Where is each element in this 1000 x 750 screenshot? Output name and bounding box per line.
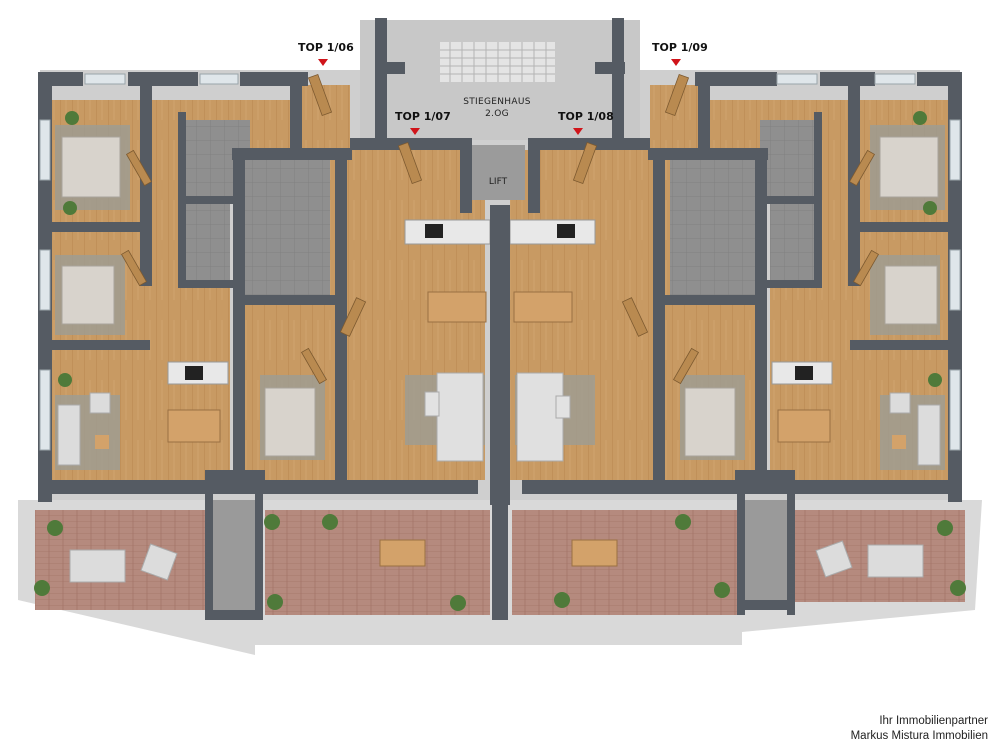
- unit-markers: [318, 59, 681, 135]
- unit-label-top-1-07: TOP 1/07: [395, 110, 451, 123]
- lift-label: LIFT: [489, 177, 508, 187]
- armchair: [889, 392, 911, 414]
- plants: [34, 111, 966, 611]
- sofa: [69, 549, 126, 583]
- armchair: [140, 543, 178, 581]
- bed: [264, 387, 316, 457]
- bed: [61, 136, 121, 198]
- credit: Ihr Immobilienpartner Markus Mistura Imm…: [851, 714, 988, 744]
- marker-top-1-08: [573, 128, 583, 135]
- kitchen-counter: [509, 219, 596, 245]
- terrace-1-08: [512, 510, 737, 615]
- bed: [879, 136, 939, 198]
- stairwell-label: STIEGENHAUS: [463, 97, 530, 107]
- balcony-right: [740, 500, 788, 605]
- stairs: [440, 42, 555, 82]
- sofa: [57, 404, 81, 466]
- marker-top-1-06: [318, 59, 328, 66]
- doors: [120, 73, 880, 385]
- sofa: [516, 372, 564, 462]
- sofa: [867, 544, 924, 578]
- windows: [39, 73, 961, 451]
- credit-line-2: Markus Mistura Immobilien: [850, 730, 988, 742]
- bed: [684, 387, 736, 457]
- bed: [884, 265, 938, 325]
- dining-table: [379, 539, 426, 567]
- unit-label-top-1-08: TOP 1/08: [558, 110, 614, 123]
- marker-top-1-07: [410, 128, 420, 135]
- dining-table: [777, 409, 831, 443]
- sofa: [436, 372, 484, 462]
- unit-label-top-1-09: TOP 1/09: [652, 41, 708, 54]
- bed: [61, 265, 115, 325]
- dining-table: [571, 539, 618, 567]
- dining-table: [167, 409, 221, 443]
- stairwell-floor-label: 2.OG: [485, 109, 509, 119]
- armchair: [89, 392, 111, 414]
- armchair: [815, 540, 853, 578]
- sofa: [917, 404, 941, 466]
- dining-table: [427, 291, 487, 323]
- furniture: [57, 136, 941, 583]
- marker-top-1-09: [671, 59, 681, 66]
- kitchen-counter: [404, 219, 491, 245]
- unit-label-top-1-06: TOP 1/06: [298, 41, 354, 54]
- balcony-left: [210, 500, 258, 610]
- credit-line-1: Ihr Immobilienpartner: [879, 715, 988, 727]
- dining-table: [513, 291, 573, 323]
- terraces: [35, 500, 965, 615]
